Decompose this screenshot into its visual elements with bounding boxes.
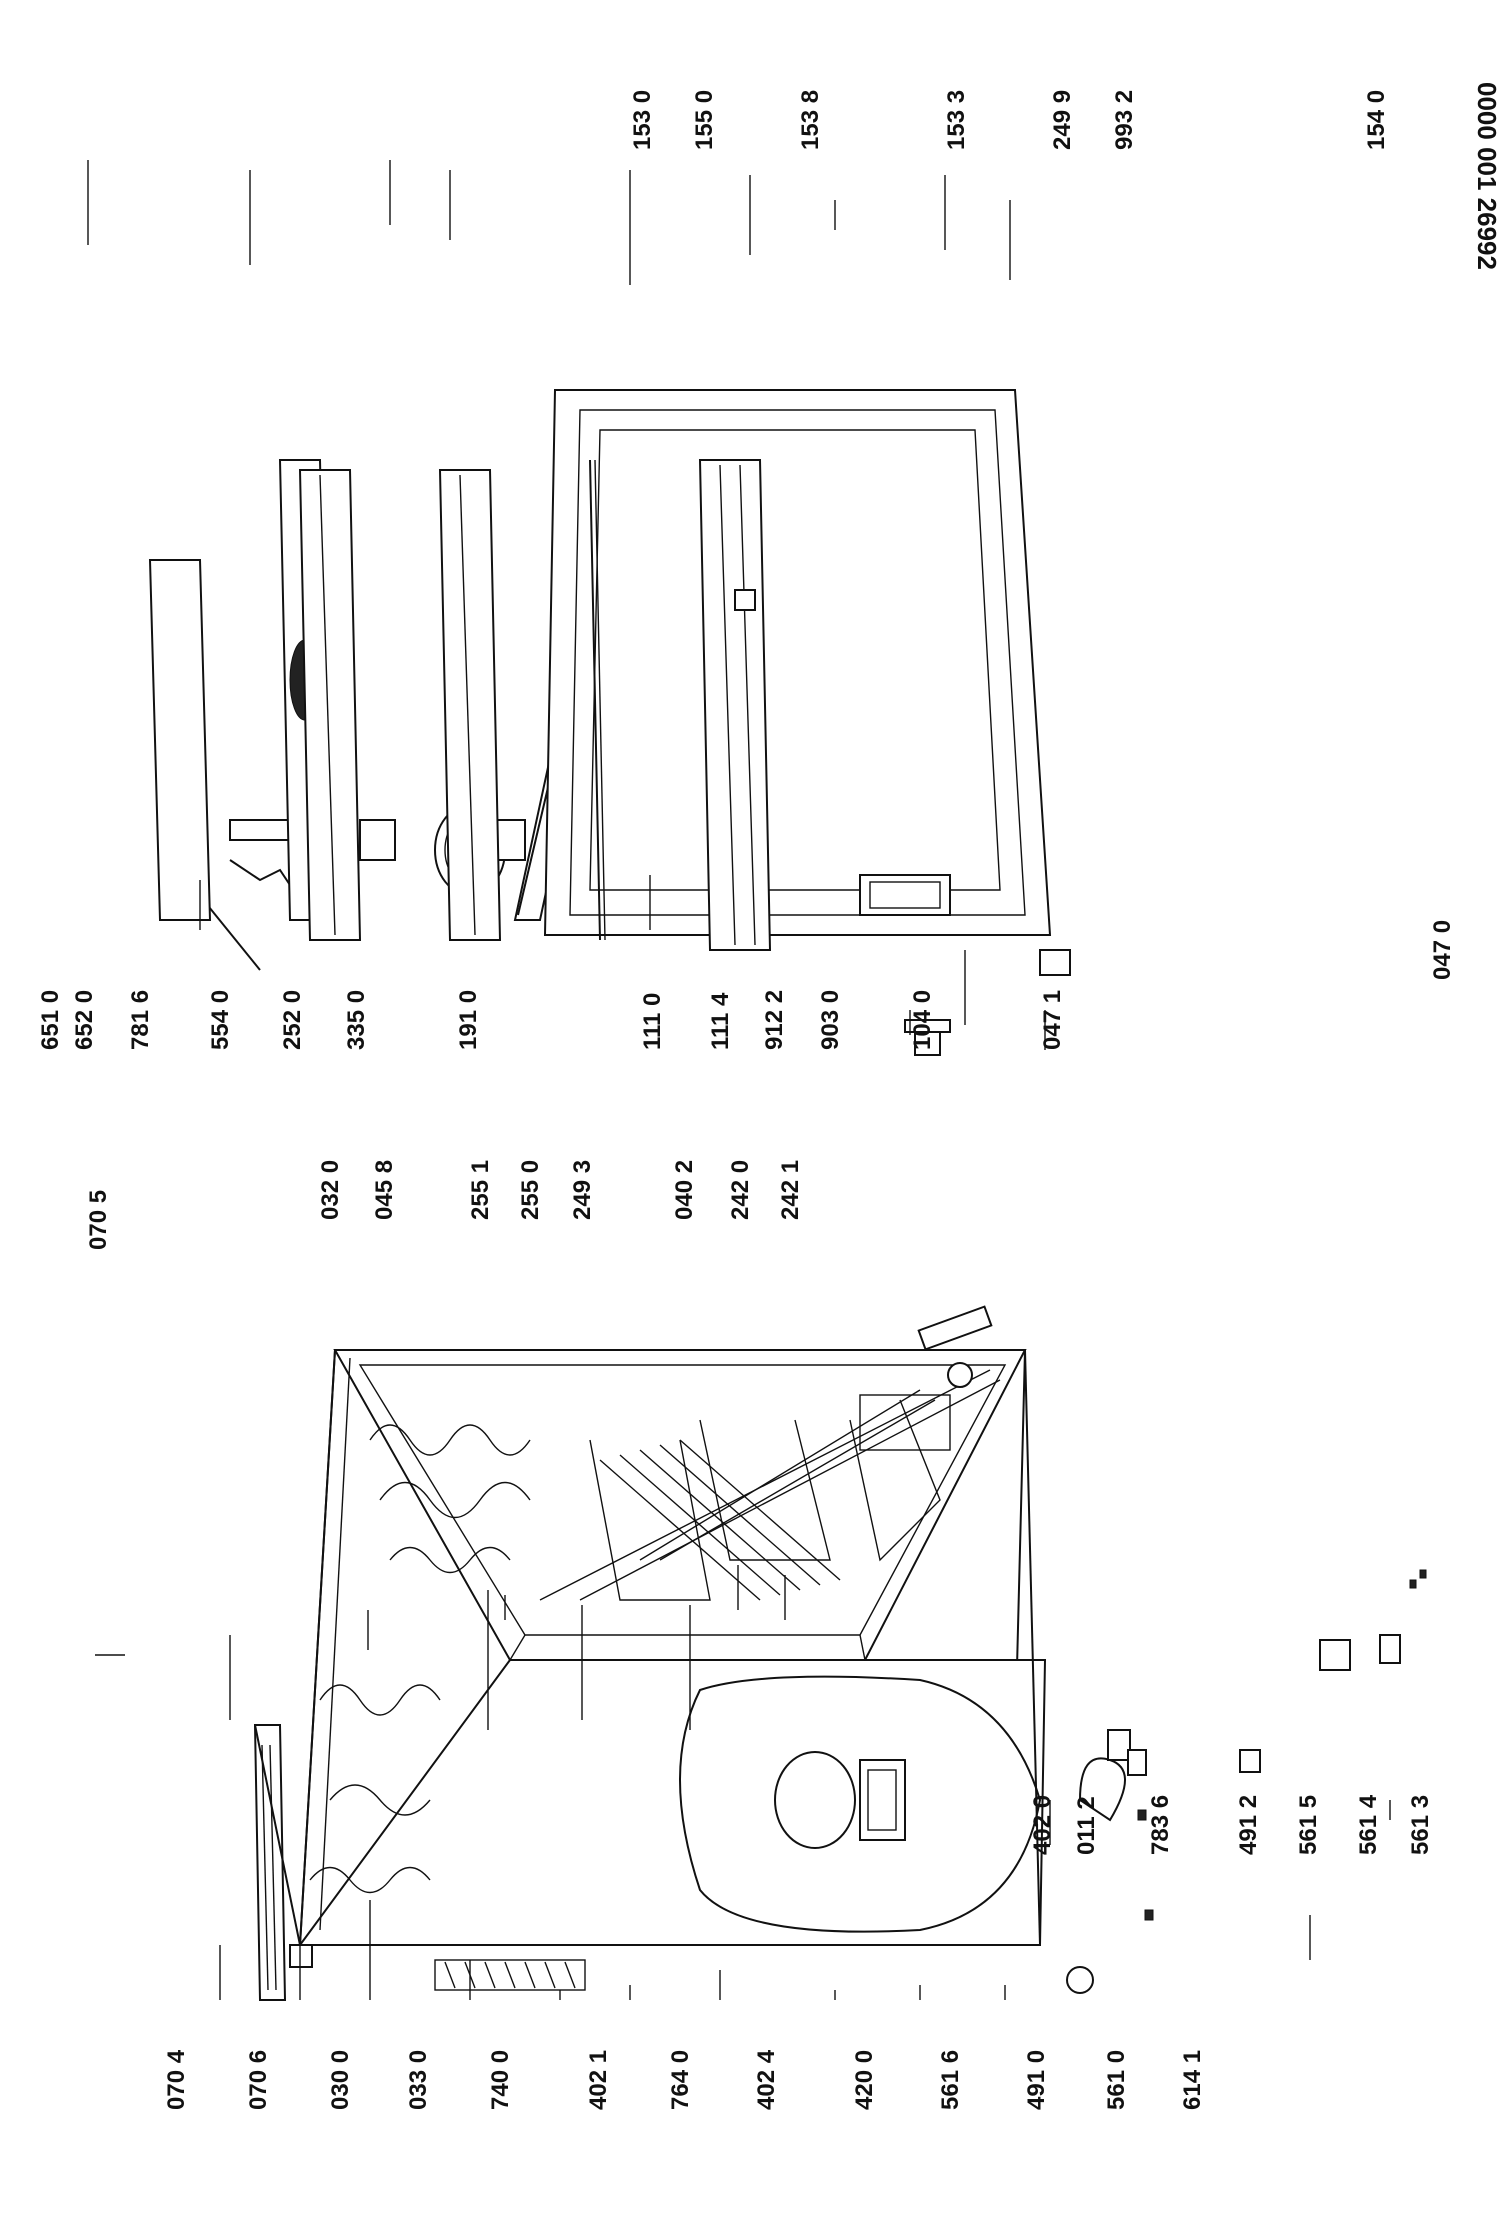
- part-number-label: 652 0: [71, 990, 98, 1050]
- part-number-label: 561 5: [1295, 1795, 1322, 1855]
- part-number-label: 561 4: [1355, 1794, 1382, 1855]
- part-number-label: 255 1: [467, 1160, 494, 1220]
- part-number-label: 153 3: [943, 90, 970, 150]
- part-number-label: 070 5: [85, 1190, 112, 1250]
- part-number-label: 740 0: [487, 2050, 514, 2110]
- part-number-label: 491 2: [1235, 1795, 1262, 1855]
- part-number-label: 249 3: [569, 1160, 596, 1220]
- labels-middle-group: 402 0 011 2 783 6 491 2 561 5 561 4 561 3: [1029, 1794, 1434, 1855]
- part-number-label: 040 2: [671, 1160, 698, 1220]
- part-number-label: 070 4: [163, 2049, 190, 2110]
- part-number-label: 032 0: [317, 1160, 344, 1220]
- part-number-label: 242 1: [777, 1160, 804, 1220]
- document-code: 0000 001 26992: [1472, 82, 1500, 270]
- part-number-label: 070 6: [245, 2050, 272, 2110]
- shelf-grid: [599, 1439, 841, 1601]
- part-number-label: 651 0: [37, 990, 64, 1050]
- part-number-label: 561 6: [937, 2050, 964, 2110]
- part-number-label: 030 0: [327, 2050, 354, 2110]
- labels-right-lower-group: 651 0 652 0 781 6 554 0 252 0 335 0 191 0 111 0…: [37, 990, 1066, 1050]
- part-number-label: 104 0: [909, 990, 936, 1050]
- part-number-label: 561 3: [1407, 1795, 1434, 1855]
- part-number-label: 993 2: [1111, 90, 1138, 150]
- part-number-label: 402 4: [753, 2049, 780, 2110]
- part-number-label: 912 2: [761, 990, 788, 1050]
- part-number-label: 491 0: [1023, 2050, 1050, 2110]
- part-number-label: 783 6: [1147, 1795, 1174, 1855]
- part-number-label: 153 0: [629, 90, 656, 150]
- part-number-label: 191 0: [455, 990, 482, 1050]
- part-number-label: 554 0: [207, 990, 234, 1050]
- part-number-label: 033 0: [405, 2050, 432, 2110]
- labels-cabinet-top-group: 070 5 032 0 045 8 255 1 255 0 249 3 040 2 242 0…: [85, 1160, 804, 1250]
- part-number-label: 111 0: [639, 993, 666, 1050]
- part-number-label: 111 4: [707, 992, 734, 1050]
- part-number-label: 614 1: [1179, 2050, 1206, 2110]
- part-number-label: 249 9: [1049, 90, 1076, 150]
- part-number-label: 903 0: [817, 990, 844, 1050]
- top-grille: [253, 1724, 301, 2001]
- part-number-label: 242 0: [727, 1160, 754, 1220]
- part-number-label: 781 6: [127, 990, 154, 1050]
- part-number-label: 047 0: [1429, 920, 1456, 980]
- part-number-label: 153 8: [797, 90, 824, 150]
- part-number-label: 420 0: [851, 2050, 878, 2110]
- leader-lines: [87, 160, 1391, 2000]
- cabinet-body: [289, 1305, 1047, 1991]
- part-number-label: 402 0: [1029, 1795, 1056, 1855]
- labels-right-upper-group: 153 0 155 0 153 8 153 3 249 9 993 2 154 0 047 0: [629, 90, 1456, 980]
- part-number-label: 011 2: [1073, 1796, 1100, 1855]
- condenser-coil: [444, 1961, 576, 1989]
- part-number-label: 252 0: [279, 990, 306, 1050]
- part-number-label: 154 0: [1363, 90, 1390, 150]
- part-number-label: 764 0: [667, 2050, 694, 2110]
- part-number-label: 155 0: [691, 90, 718, 150]
- part-number-label: 335 0: [343, 990, 370, 1050]
- part-number-label: 561 0: [1103, 2050, 1130, 2110]
- part-number-label: 045 8: [371, 1160, 398, 1220]
- part-number-label: 255 0: [517, 1160, 544, 1220]
- small-parts-column: [1066, 1569, 1427, 1994]
- part-number-label: 402 1: [585, 2050, 612, 2110]
- labels-left-group: 070 4 070 6 030 0 033 0 740 0 402 1 764 0 402 4…: [163, 2049, 1206, 2110]
- door-bins: [148, 459, 951, 1056]
- part-number-label: 047 1: [1039, 990, 1066, 1050]
